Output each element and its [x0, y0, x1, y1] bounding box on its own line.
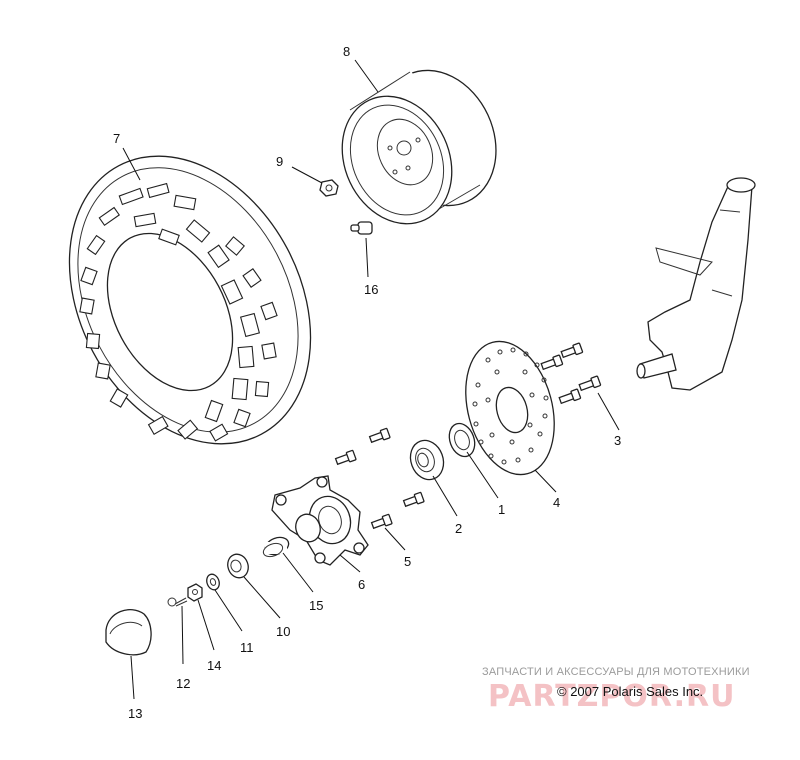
spacer	[262, 536, 290, 558]
callout-9: 9	[276, 154, 323, 184]
callout-13: 13	[128, 655, 142, 721]
callout-label-10: 10	[276, 624, 290, 639]
callout-label-12: 12	[176, 676, 190, 691]
callout-label-6: 6	[358, 577, 365, 592]
callout-label-11: 11	[240, 640, 254, 655]
callout-11: 11	[214, 589, 254, 655]
callout-label-7: 7	[113, 131, 120, 146]
washer	[206, 573, 220, 591]
callout-label-16: 16	[364, 282, 378, 297]
callout-4: 4	[534, 469, 560, 510]
callout-14: 14	[197, 599, 221, 673]
brake-disc	[465, 340, 555, 476]
hub-cap	[105, 609, 152, 656]
steering-knuckle	[636, 177, 756, 391]
callout-16: 16	[364, 237, 378, 297]
callout-label-9: 9	[276, 154, 283, 169]
callout-2: 2	[432, 475, 462, 536]
callout-6: 6	[339, 554, 365, 592]
callout-label-3: 3	[614, 433, 621, 448]
callout-label-1: 1	[498, 502, 505, 517]
callout-12: 12	[176, 605, 190, 691]
callout-label-13: 13	[128, 706, 142, 721]
callout-8: 8	[343, 44, 379, 93]
bearing	[409, 439, 445, 481]
screws-disc	[540, 342, 602, 405]
callout-label-2: 2	[455, 521, 462, 536]
callout-label-14: 14	[207, 658, 221, 673]
tire-tread-blocks	[79, 182, 278, 442]
callout-label-4: 4	[553, 495, 560, 510]
callout-15: 15	[282, 552, 323, 613]
brake-disc-holes	[472, 347, 549, 465]
callout-label-8: 8	[343, 44, 350, 59]
watermark-tagline: ЗАПЧАСТИ И АКСЕССУАРЫ ДЛЯ МОТОТЕХНИКИ	[482, 666, 750, 678]
callout-7: 7	[113, 131, 141, 181]
outer-bearing	[227, 553, 249, 579]
cotter-pin	[167, 597, 188, 607]
callout-label-15: 15	[309, 598, 323, 613]
wheel-hub	[271, 475, 369, 566]
hub-studs	[334, 427, 425, 530]
valve-stem	[350, 221, 373, 235]
wheel-rim	[341, 69, 497, 225]
callout-label-5: 5	[404, 554, 411, 569]
tire	[68, 155, 312, 445]
castle-nut	[187, 583, 203, 602]
copyright-notice: © 2007 Polaris Sales Inc.	[557, 684, 704, 699]
callout-10: 10	[243, 576, 290, 639]
lug-nut	[319, 179, 339, 197]
seal	[448, 422, 476, 458]
callout-5: 5	[384, 527, 411, 569]
callout-1: 1	[466, 451, 505, 517]
callout-3: 3	[597, 392, 621, 448]
watermark-logo: PARTZPOR.RU	[488, 679, 736, 714]
